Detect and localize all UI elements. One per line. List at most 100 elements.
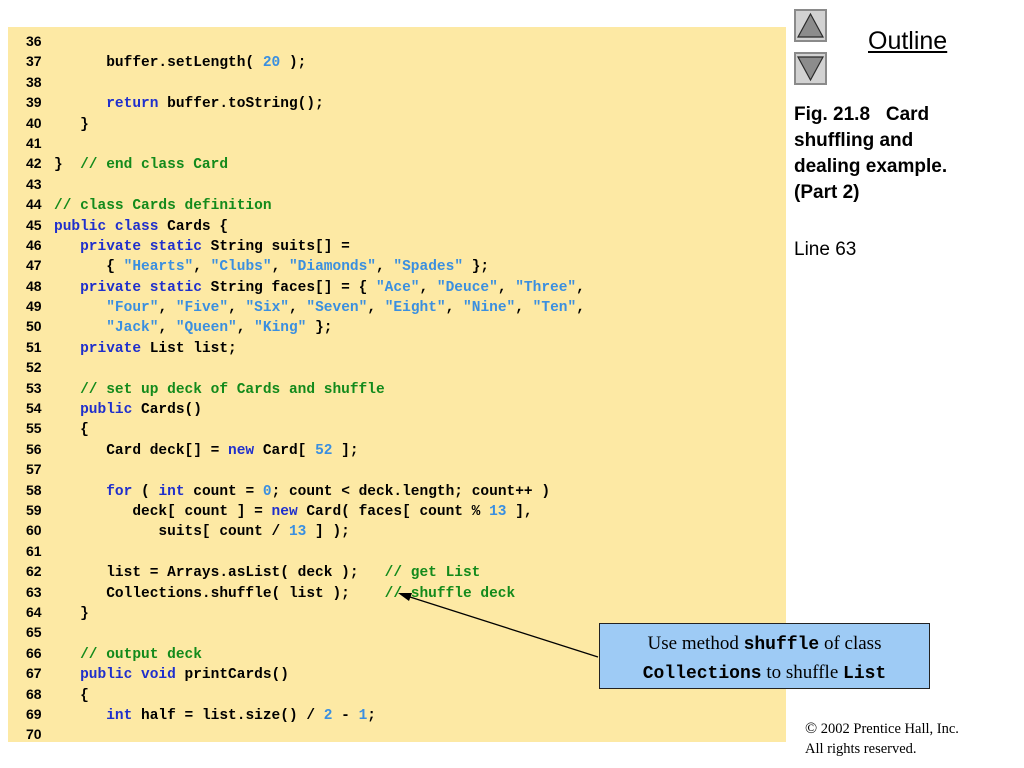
code-literal: "Six": [245, 300, 289, 317]
code-token: (: [132, 483, 159, 500]
line-number: 57: [26, 461, 42, 478]
code-token: [54, 402, 80, 418]
code-text: public class Cards {: [54, 217, 228, 237]
code-token: }: [54, 116, 89, 133]
code-text: }: [54, 604, 89, 624]
code-line: 49 "Four", "Five", "Six", "Seven", "Eigh…: [26, 296, 585, 316]
code-keyword: private static: [80, 238, 202, 255]
code-token: [54, 484, 106, 500]
code-line: 50 "Jack", "Queen", "King" };: [26, 316, 585, 336]
code-token: String suits[] =: [201, 238, 350, 255]
code-keyword: private static: [80, 279, 202, 296]
code-line: 63 Collections.shuffle( list ); // shuff…: [26, 582, 585, 602]
line-number: 70: [26, 726, 42, 743]
code-token: ,: [158, 300, 176, 317]
line-number: 62: [26, 563, 42, 580]
code-line: 44 // class Cards definition: [26, 194, 585, 214]
code-line: 56 Card deck[] = new Card[ 52 ];: [26, 439, 585, 459]
code-keyword: private: [80, 340, 142, 357]
code-token: [54, 280, 80, 296]
line-number: 59: [26, 501, 42, 518]
copyright-notice: © 2002 Prentice Hall, Inc. All rights re…: [805, 719, 959, 759]
code-text: // set up deck of Cards and shuffle: [54, 380, 385, 400]
code-literal: "Seven": [306, 300, 368, 317]
code-line: 59 deck[ count ] = new Card( faces[ coun…: [26, 500, 585, 520]
code-token: [54, 341, 80, 357]
code-text: for ( int count = 0; count < deck.length…: [54, 482, 550, 502]
code-token: {: [54, 259, 124, 276]
up-triangle-icon: [796, 12, 825, 38]
caption-line: (Part 2): [794, 182, 860, 203]
code-comment: // set up deck of Cards and shuffle: [80, 381, 385, 398]
code-line: 62 list = Arrays.asList( deck ); // get …: [26, 561, 585, 581]
line-number: 44: [26, 196, 42, 213]
code-token: [54, 667, 80, 683]
code-line: 51 private List list;: [26, 337, 585, 357]
code-literal: 20: [262, 55, 281, 72]
next-slide-button[interactable]: [794, 52, 827, 85]
code-token: ,: [497, 279, 516, 296]
callout-type: List: [843, 664, 887, 684]
code-line: 69 int half = list.size() / 2 - 1;: [26, 704, 585, 724]
code-line: 58 for ( int count = 0; count < deck.len…: [26, 480, 585, 500]
code-text: "Jack", "Queen", "King" };: [54, 318, 332, 338]
code-line: 37 buffer.setLength( 20 );: [26, 51, 585, 71]
code-token: half = list.size() /: [132, 707, 324, 724]
code-text: // class Cards definition: [54, 196, 272, 216]
code-token: {: [54, 422, 89, 439]
code-line: 42} // end class Card: [26, 153, 585, 173]
line-number: 41: [26, 134, 42, 151]
callout-text: Use method: [647, 633, 744, 654]
code-token: deck[ count ] =: [54, 503, 272, 520]
previous-slide-button[interactable]: [794, 9, 827, 42]
code-text: }: [54, 115, 89, 135]
line-number: 67: [26, 665, 42, 682]
line-number: 48: [26, 277, 42, 294]
code-line: 65: [26, 622, 585, 642]
code-token: }: [54, 605, 89, 622]
code-token: Cards {: [158, 218, 229, 235]
code-literal: 1: [358, 707, 368, 724]
caption-line: shuffling and: [794, 130, 914, 151]
code-token: [54, 239, 80, 255]
code-text: public Cards(): [54, 400, 202, 420]
code-token: printCards(): [175, 667, 289, 684]
code-comment: // get List: [384, 565, 481, 582]
code-text: {: [54, 686, 89, 706]
line-number: 40: [26, 114, 42, 131]
line-reference: Line 63: [794, 239, 857, 260]
code-line: 48 private static String faces[] = { "Ac…: [26, 276, 585, 296]
code-text: { "Hearts", "Clubs", "Diamonds", "Spades…: [54, 257, 489, 277]
code-text: {: [54, 420, 89, 440]
outline-link[interactable]: Outline: [868, 27, 948, 55]
caption-line: Fig. 21.8 Card: [794, 104, 930, 125]
code-literal: 13: [489, 503, 507, 520]
code-literal: "Three": [515, 279, 577, 296]
code-literal: "Ace": [375, 279, 420, 296]
code-token: Card[: [254, 442, 316, 459]
code-token: buffer.toString();: [158, 96, 324, 113]
code-text: public void printCards(): [54, 665, 289, 685]
line-number: 37: [26, 53, 42, 70]
line-number: 65: [26, 624, 42, 641]
line-number: 64: [26, 603, 42, 620]
code-literal: "Clubs": [210, 259, 272, 276]
code-token: );: [280, 55, 307, 72]
code-token: ,: [193, 259, 211, 276]
line-number: 53: [26, 379, 42, 396]
line-number: 56: [26, 440, 42, 457]
code-literal: 52: [315, 442, 333, 459]
code-line: 52: [26, 357, 585, 377]
code-line: 40 }: [26, 113, 585, 133]
code-token: [54, 300, 106, 316]
line-number: 55: [26, 420, 42, 437]
line-number: 46: [26, 236, 42, 253]
line-number: 69: [26, 705, 42, 722]
code-token: ,: [515, 300, 533, 317]
line-number: 49: [26, 298, 42, 315]
code-token: ],: [506, 503, 533, 520]
code-keyword: return: [106, 96, 159, 113]
code-line: 41: [26, 133, 585, 153]
code-line: 43: [26, 174, 585, 194]
